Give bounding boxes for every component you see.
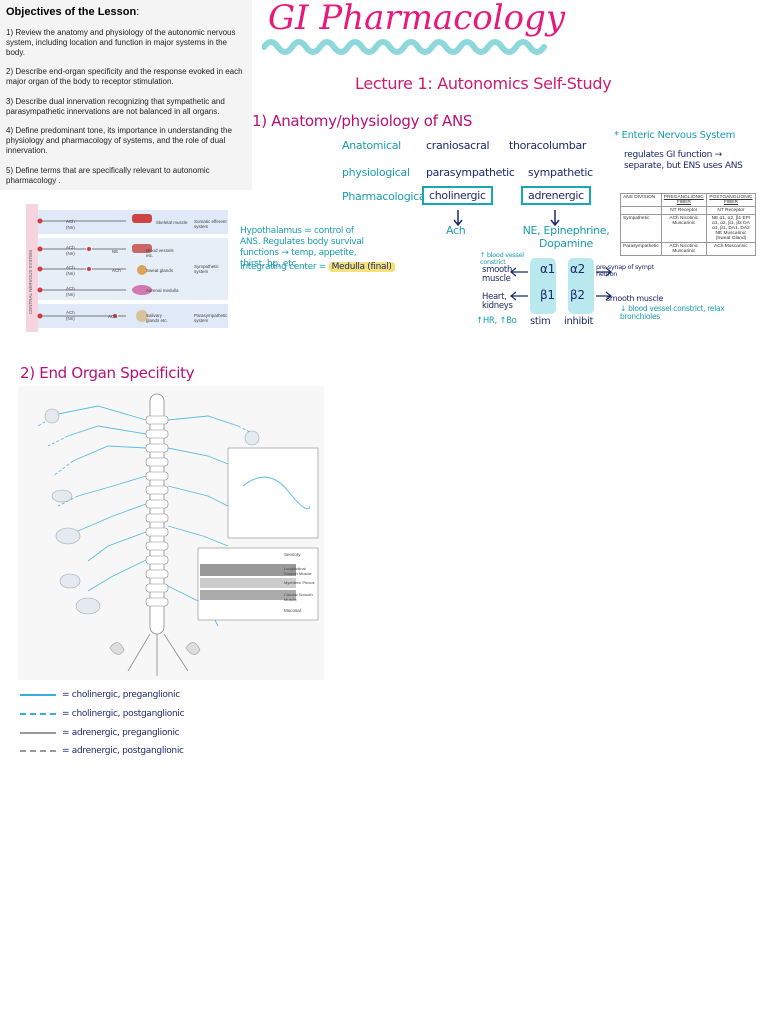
ans-table-cell: ACh Muscarinic <box>705 242 757 256</box>
cns-system-5: Parasympathetic system <box>194 313 228 323</box>
cns-nt-1: ACh <box>66 219 75 224</box>
objectives-title: Objectives of the Lesson: <box>6 6 140 18</box>
cholinergic-box: cholinergic <box>422 186 493 205</box>
cns-target-4: Adrenal medulla <box>146 288 179 293</box>
legend-label: = cholinergic, preganglionic <box>62 690 180 700</box>
objective-item-2: 2) Describe end-organ specificity and th… <box>6 67 243 86</box>
para-nt: Ach <box>446 224 466 237</box>
inset-layer-3: Circular Smooth Muscle <box>284 592 313 602</box>
ans-table-cell: ACh Nicotinic Muscarinic <box>660 242 707 256</box>
legend-label: = adrenergic, preganglionic <box>62 728 180 738</box>
cns-receptor-1: (Nn) <box>66 225 75 230</box>
cns-nt-5: ACh <box>66 310 75 315</box>
ans-table-cell: NE α1, α2, β1 EPI α1, α2, β1, β2 DA α1, … <box>705 214 757 243</box>
alpha1-effect: smooth muscle <box>482 265 513 284</box>
alpha1-label: α1 <box>540 262 555 276</box>
legend-item: = cholinergic, postganglionic <box>20 709 185 719</box>
objectives-panel <box>0 0 252 190</box>
cns-target-5: Salivary glands etc. <box>146 313 168 323</box>
cns-system-1: Somatic efferent system <box>194 219 227 229</box>
cns-nt2-5: ACh <box>108 314 117 319</box>
receptor-diagram <box>510 258 612 314</box>
section1-title: 1) Anatomy/physiology of ANS <box>252 112 473 130</box>
cns-nt-3: ACh <box>66 265 75 270</box>
alpha1-effect-top: ↑ blood vessel constrict <box>480 251 524 266</box>
ans-table-header: ANS DIVISION <box>620 193 662 207</box>
legend-item: = adrenergic, postganglionic <box>20 746 184 756</box>
section2-title: 2) End Organ Specificity <box>20 364 195 382</box>
objective-item-4: 4) Define predominant tone, its importan… <box>6 126 232 155</box>
physiological-symp: sympathetic <box>528 166 593 179</box>
ans-table-cell: ACh Nicotinic Muscarinic <box>660 214 707 243</box>
anatomical-symp: thoracolumbar <box>509 139 587 152</box>
ans-table-cell: Parasympathetic <box>620 242 662 256</box>
ans-table-cell: NT Receptor <box>660 206 707 215</box>
adrenergic-box: adrenergic <box>521 186 591 205</box>
cns-target-2: Blood vessels etc. <box>146 248 174 258</box>
inset-layer-2: Myenteric Plexus <box>284 580 315 585</box>
cns-nt2-3: ACh <box>112 268 121 273</box>
cns-receptor-2: (Nn) <box>66 251 75 256</box>
legend-line-solid-blue <box>20 694 56 696</box>
ans-table-cell: NT Receptor <box>705 206 757 215</box>
row-label-physiological: physiological <box>342 166 410 179</box>
inhibit-label: inhibit <box>564 316 594 327</box>
physiological-para: parasympathetic <box>426 166 515 179</box>
legend-label: = cholinergic, postganglionic <box>62 709 185 719</box>
cns-target-3: Sweat glands <box>146 268 174 273</box>
lecture-title: Lecture 1: Autonomics Self-Study <box>355 74 612 93</box>
objective-item-3: 3) Describe dual innervation recognizing… <box>6 97 225 116</box>
cns-side-label: CENTRAL NERVOUS SYSTEM <box>28 250 33 315</box>
legend-label: = adrenergic, postganglionic <box>62 746 184 756</box>
inset-bottom-label: Mucosal <box>284 608 301 613</box>
cns-receptor-5: (Nn) <box>66 316 75 321</box>
ans-table-cell <box>620 206 662 215</box>
cns-receptor-4: (Nn) <box>66 292 75 297</box>
legend-item: = cholinergic, preganglionic <box>20 690 180 700</box>
beta2-detail: ↓ blood vessel constrict, relax bronchio… <box>620 304 725 321</box>
legend-line-solid-gray <box>20 732 56 734</box>
cns-target-1: Skeletal muscle <box>156 220 188 225</box>
end-organ-diagram <box>18 386 324 680</box>
ans-table-cell: Sympathetic <box>620 214 662 243</box>
ans-table-header: POSTGANGLIONIC FIBER <box>705 193 757 207</box>
objective-item-1: 1) Review the anatomy and physiology of … <box>6 28 236 57</box>
objective-item-5: 5) Define terms that are specifically re… <box>6 166 210 185</box>
ans-table: ANS DIVISION PREGANGLIONIC FIBER POSTGAN… <box>620 193 757 256</box>
symp-nt: NE, Epinephrine, Dopamine <box>522 224 610 250</box>
legend-line-dashed-blue <box>20 713 56 715</box>
beta2-effect: smooth muscle <box>606 294 664 303</box>
inset-top-label: Sensory <box>284 552 301 557</box>
nt-arrows <box>453 210 560 227</box>
ans-table-header: PREGANGLIONIC FIBER <box>660 193 707 207</box>
beta2-label: β2 <box>570 288 585 302</box>
alpha2-effect: pre-synap of sympt neuron <box>596 263 654 278</box>
page-title: GI Pharmacology <box>268 0 566 38</box>
anatomical-para: craniosacral <box>426 139 490 152</box>
beta1-label: β1 <box>540 288 555 302</box>
cns-nt-2: ACh <box>66 245 75 250</box>
cns-nt-4: ACh <box>66 286 75 291</box>
legend-line-dashed-gray <box>20 750 56 752</box>
enteric-note: regulates GI function → separate, but EN… <box>624 150 743 171</box>
inset-layer-1: Longitudinal Smooth Muscle <box>284 566 312 576</box>
hypothalamus-note: Hypothalamus = control of ANS. Regulates… <box>240 226 364 269</box>
cns-nt2-2: NE <box>112 249 119 254</box>
row-label-anatomical: Anatomical <box>342 139 401 152</box>
medulla-highlight: Medulla (final) <box>328 262 395 272</box>
cns-system-2: Sympathetic system <box>194 264 219 274</box>
row-label-pharmacological: Pharmacological <box>342 190 429 203</box>
cns-figure <box>26 204 228 332</box>
integrating-center: Integrating center = Medulla (final) <box>240 262 395 272</box>
legend-item: = adrenergic, preganglionic <box>20 728 180 738</box>
stim-label: stim <box>530 316 551 327</box>
cns-receptor-3: (Nn) <box>66 271 75 276</box>
beta1-detail: ↑HR, ↑Bo <box>476 316 517 326</box>
beta1-effect: Heart, kidneys <box>482 292 513 311</box>
enteric-title: * Enteric Nervous System <box>614 130 736 141</box>
alpha2-label: α2 <box>570 262 585 276</box>
title-wave-decoration <box>262 39 547 55</box>
